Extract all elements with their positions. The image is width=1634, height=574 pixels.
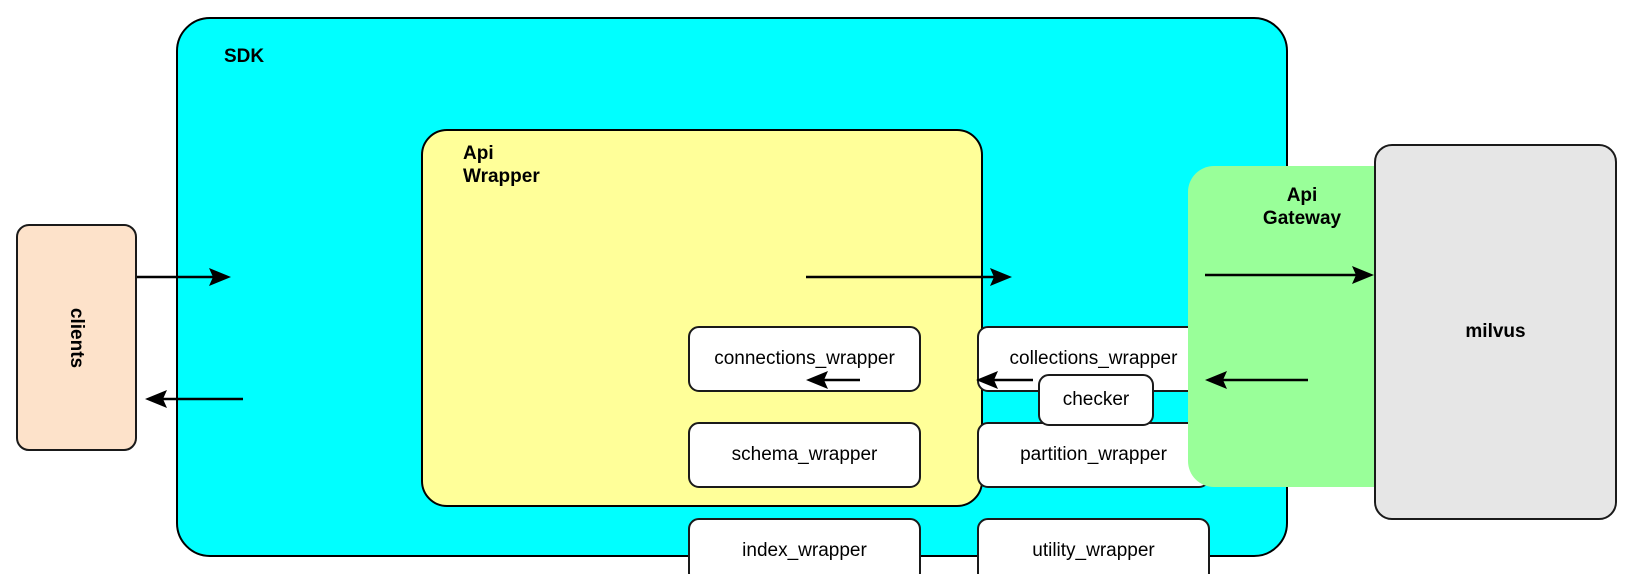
- checker-box[interactable]: checker: [1038, 374, 1154, 426]
- clients-label: clients: [66, 307, 88, 368]
- milvus-label: milvus: [1465, 321, 1526, 342]
- sdk-container[interactable]: SDK Api Wrapper connections_wrapper coll…: [176, 17, 1416, 574]
- module-index-wrapper[interactable]: index_wrapper: [688, 518, 921, 574]
- module-partition-wrapper[interactable]: partition_wrapper: [977, 422, 1210, 488]
- clients-box[interactable]: clients: [16, 224, 137, 451]
- module-schema-wrapper[interactable]: schema_wrapper: [688, 422, 921, 488]
- module-connections-wrapper[interactable]: connections_wrapper: [688, 326, 921, 392]
- api-wrapper-container[interactable]: Api Wrapper connections_wrapper collecti…: [421, 129, 1210, 574]
- api-wrapper-title: Api Wrapper: [463, 143, 540, 188]
- milvus-box[interactable]: milvus: [1374, 144, 1617, 520]
- module-utility-wrapper[interactable]: utility_wrapper: [977, 518, 1210, 574]
- sdk-title: SDK: [224, 46, 265, 67]
